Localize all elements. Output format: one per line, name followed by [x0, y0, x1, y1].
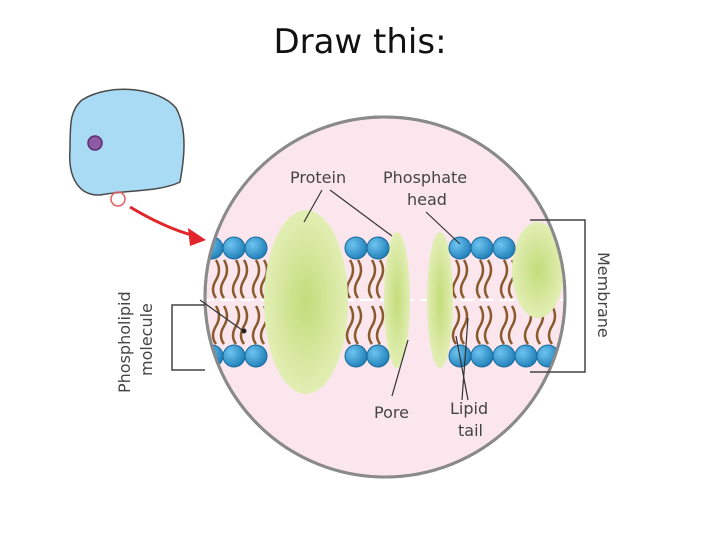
label-pore: Pore: [374, 403, 409, 422]
label-phospholipid-2: molecule: [137, 303, 156, 376]
leader-lines: [303, 189, 469, 401]
slide-title: Draw this:: [273, 22, 447, 62]
label-membrane: Membrane: [594, 252, 613, 338]
protein-large: [264, 210, 348, 394]
protein-pore-left: [384, 232, 410, 368]
zoom-arrow: [129, 205, 196, 238]
membrane-bilayer: [205, 210, 565, 394]
label-phosphate-head-1: Phosphate: [383, 168, 467, 187]
phospholipid-marker: [199, 299, 247, 334]
cell-outline: [69, 88, 185, 196]
label-phospholipid-1: Phospholipid: [115, 291, 134, 393]
membrane-bracket: [530, 219, 586, 373]
label-phosphate-head-2: head: [407, 190, 447, 209]
zoom-arrow-head: [188, 228, 206, 246]
protein-pore-right: [427, 232, 453, 368]
phosphate-heads-bottom: [205, 344, 560, 368]
lipid-tails-right: [451, 259, 557, 345]
cell-nucleus: [87, 135, 103, 151]
label-lipid-tail-1: Lipid: [450, 399, 488, 418]
protein-right: [512, 222, 564, 318]
zoom-marker-circle: [110, 191, 126, 207]
phospholipid-bracket: [171, 304, 205, 371]
label-protein: Protein: [290, 168, 346, 187]
lipid-tails-middle: [345, 259, 385, 345]
phosphate-heads-top: [205, 236, 516, 260]
label-lipid-tail-2: tail: [458, 421, 483, 440]
